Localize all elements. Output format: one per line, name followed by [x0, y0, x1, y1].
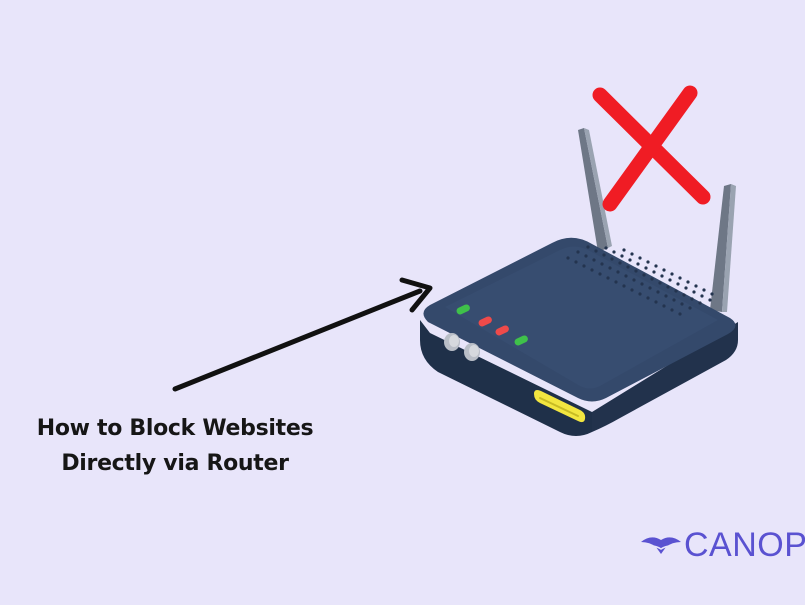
wifi-router-icon [420, 128, 738, 436]
caption-line-2: Directly via Router [61, 451, 289, 476]
brand-logo: CANOPY [639, 523, 805, 567]
ethernet-port [534, 390, 586, 423]
power-buttons [444, 333, 480, 361]
antenna-right [710, 184, 736, 312]
caption-line-1: How to Block Websites [36, 416, 314, 441]
cross-mark-icon [592, 85, 711, 212]
brand-name: CANOPY [684, 526, 805, 564]
vent-grille [566, 245, 714, 316]
status-leds [456, 304, 528, 346]
pointer-arrow [172, 277, 433, 392]
caption-text: How to Block Websites Directly via Route… [10, 411, 340, 481]
antenna-left [578, 128, 612, 252]
canopy-leaf-icon [641, 537, 681, 554]
